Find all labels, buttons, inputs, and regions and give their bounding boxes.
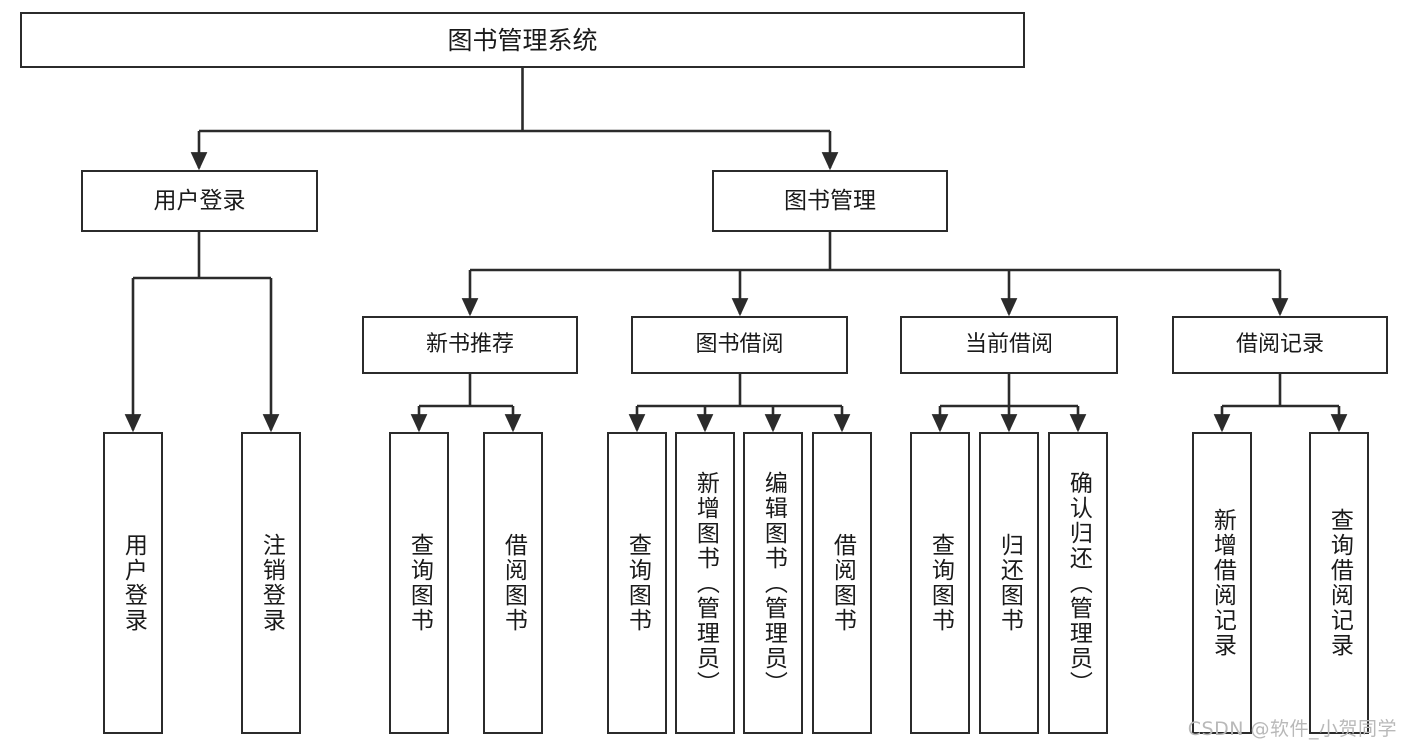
node-leaf-query-book-3[interactable]: 查询图书 <box>910 432 970 734</box>
node-leaf-query-record-label: 查询借阅记录 <box>1326 508 1353 658</box>
node-root-label: 图书管理系统 <box>447 25 598 55</box>
node-leaf-borrow-book-2[interactable]: 借阅图书 <box>812 432 872 734</box>
node-leaf-query-book-2-label: 查询图书 <box>624 533 651 633</box>
node-leaf-query-book-1[interactable]: 查询图书 <box>389 432 449 734</box>
node-leaf-query-book-3-label: 查询图书 <box>927 533 954 633</box>
node-leaf-borrow-book-1[interactable]: 借阅图书 <box>483 432 543 734</box>
node-book-manage-label: 图书管理 <box>784 187 876 214</box>
node-new-book-recommend[interactable]: 新书推荐 <box>362 316 578 374</box>
csdn-watermark: CSDN @软件_小贺同学 <box>1187 718 1397 740</box>
node-leaf-query-record[interactable]: 查询借阅记录 <box>1309 432 1369 734</box>
node-book-borrow-label: 图书借阅 <box>695 332 784 358</box>
node-leaf-borrow-book-1-label: 借阅图书 <box>500 533 527 633</box>
node-leaf-add-book[interactable]: 新增图书（管理员） <box>675 432 735 734</box>
node-borrow-record[interactable]: 借阅记录 <box>1172 316 1388 374</box>
node-current-borrow[interactable]: 当前借阅 <box>900 316 1118 374</box>
node-leaf-add-record-label: 新增借阅记录 <box>1209 508 1236 658</box>
node-leaf-add-record[interactable]: 新增借阅记录 <box>1192 432 1252 734</box>
node-new-book-recommend-label: 新书推荐 <box>425 332 514 358</box>
node-root[interactable]: 图书管理系统 <box>20 12 1025 68</box>
node-leaf-confirm-return[interactable]: 确认归还（管理员） <box>1048 432 1108 734</box>
node-leaf-user-login-label: 用户登录 <box>120 533 147 633</box>
node-leaf-add-book-label: 新增图书（管理员） <box>692 470 719 696</box>
node-book-manage[interactable]: 图书管理 <box>712 170 948 232</box>
node-leaf-return-book[interactable]: 归还图书 <box>979 432 1039 734</box>
node-user-login-label: 用户登录 <box>153 187 246 214</box>
node-leaf-logout-login-label: 注销登录 <box>258 533 285 633</box>
node-leaf-confirm-return-label: 确认归还（管理员） <box>1065 470 1092 696</box>
node-leaf-return-book-label: 归还图书 <box>996 533 1023 633</box>
node-leaf-edit-book-label: 编辑图书（管理员） <box>760 470 787 696</box>
node-leaf-query-book-1-label: 查询图书 <box>406 533 433 633</box>
node-leaf-logout-login[interactable]: 注销登录 <box>241 432 301 734</box>
node-current-borrow-label: 当前借阅 <box>964 332 1053 358</box>
node-borrow-record-label: 借阅记录 <box>1235 332 1324 358</box>
node-leaf-borrow-book-2-label: 借阅图书 <box>829 533 856 633</box>
node-user-login[interactable]: 用户登录 <box>81 170 318 232</box>
node-leaf-user-login[interactable]: 用户登录 <box>103 432 163 734</box>
node-book-borrow[interactable]: 图书借阅 <box>631 316 848 374</box>
node-leaf-edit-book[interactable]: 编辑图书（管理员） <box>743 432 803 734</box>
node-leaf-query-book-2[interactable]: 查询图书 <box>607 432 667 734</box>
